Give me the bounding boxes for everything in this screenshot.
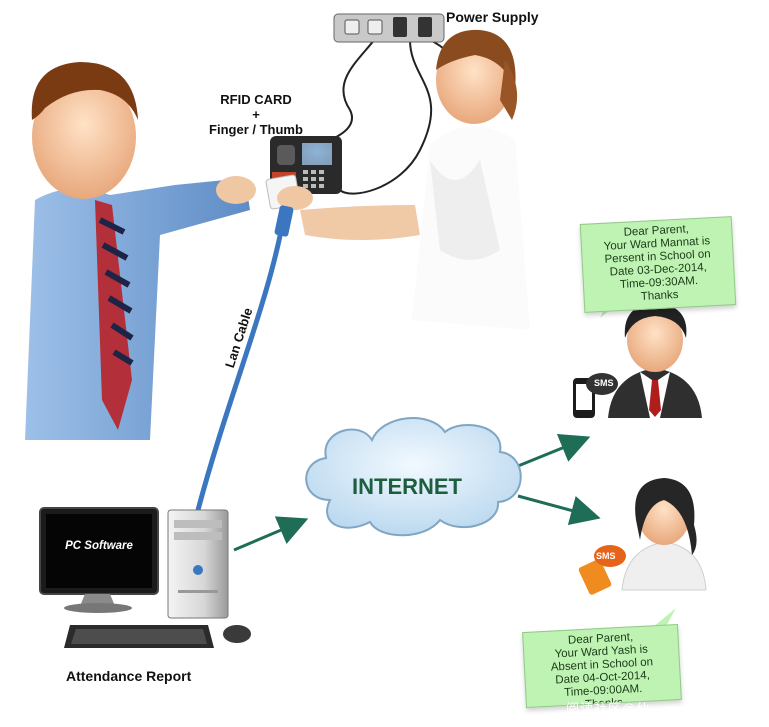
lan-connector-icon — [274, 205, 294, 237]
power-supply-label: Power Supply — [446, 9, 539, 25]
woman-hand — [277, 186, 313, 210]
cloud-icon — [305, 417, 522, 537]
rfid-label-line2: + — [252, 107, 260, 122]
arrow-internet-to-parent2 — [517, 494, 601, 526]
lan-cable-line — [195, 209, 288, 511]
cpu-tower-icon — [167, 509, 229, 619]
sms-message-bottom: Dear Parent, Your Ward Yash is Absent in… — [522, 623, 682, 709]
arrow-internet-to-parent1 — [517, 434, 591, 468]
keyboard-icon — [64, 625, 214, 648]
internet-label: INTERNET — [352, 474, 462, 499]
sms-badge-top: SMS — [594, 378, 614, 388]
woman-avatar-icon — [621, 478, 707, 591]
rfid-label: RFID CARD + Finger / Thumb — [196, 92, 316, 137]
watermark-text: 阅读社区@仙 — [566, 701, 651, 716]
sms-badge-bottom: SMS — [596, 551, 616, 561]
man-avatar-icon — [608, 303, 702, 418]
arrow-pc-to-internet — [233, 516, 309, 552]
phone-icon — [573, 373, 618, 418]
boy-figure — [25, 62, 256, 440]
power-strip-icon — [333, 13, 445, 43]
pc-software-label: PC Software — [65, 540, 133, 552]
rfid-label-line1: RFID CARD — [220, 92, 292, 107]
rfid-label-line3: Finger / Thumb — [209, 122, 303, 137]
sms-phone-icon — [578, 545, 626, 595]
monitor-icon — [39, 507, 159, 613]
mouse-icon — [223, 625, 251, 643]
sms-message-top: Dear Parent, Your Ward Mannat is Persent… — [579, 216, 737, 313]
attendance-report-label: Attendance Report — [66, 668, 192, 684]
woman-figure — [300, 29, 530, 331]
